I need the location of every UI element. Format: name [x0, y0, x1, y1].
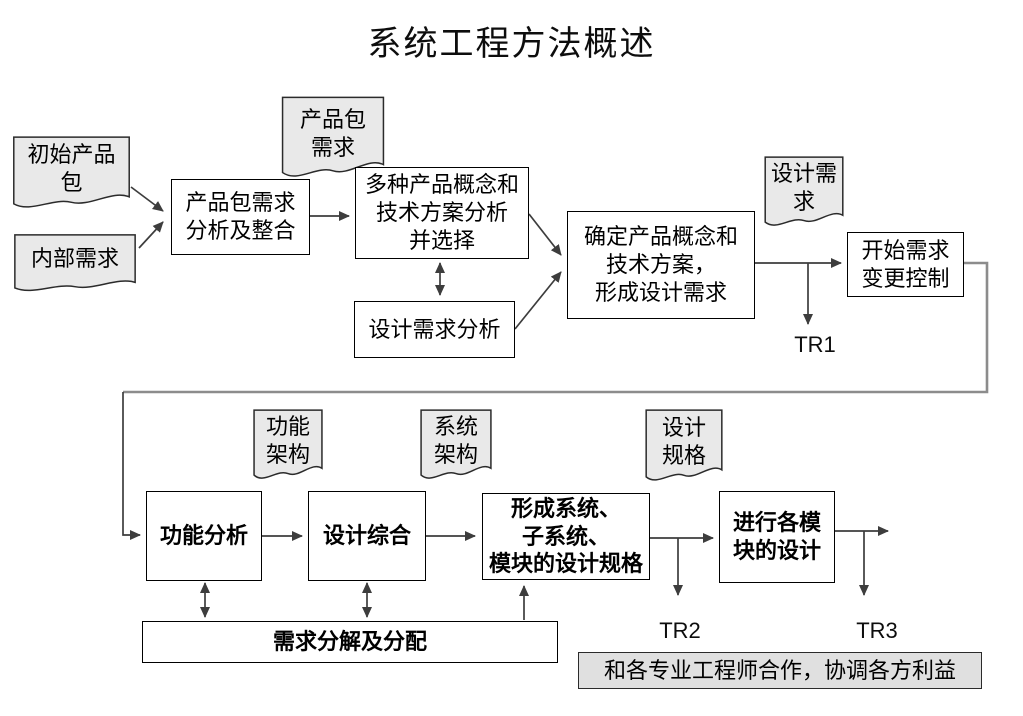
process-box-design-synthesis: 设计综合	[308, 491, 426, 581]
doc-label: 初始产品 包	[27, 142, 116, 195]
process-box-determine-concept: 确定产品概念和 技术方案， 形成设计需求	[567, 211, 755, 319]
process-box-functional-analysis: 功能分析	[146, 491, 262, 581]
doc-shape-functional-architecture: 功能 架构	[253, 409, 323, 485]
arrow-internal-req-to-analysis	[138, 221, 164, 249]
arrow-multiconcept-to-determine	[528, 213, 562, 256]
doc-shape-system-architecture: 系统 架构	[420, 409, 492, 485]
box-label: 进行各模 块的设计	[732, 510, 821, 563]
doc-shape-initial-product-package: 初始产品 包	[12, 136, 131, 214]
box-label: 需求分解及分配	[272, 629, 427, 655]
doc-shape-internal-requirements: 内部需求	[13, 234, 137, 296]
milestone-label-tr2: TR2	[659, 618, 701, 643]
note-label: 和各专业工程师合作，协调各方利益	[603, 657, 956, 683]
process-box-design-req-analysis: 设计需求分析	[354, 301, 515, 358]
document-icon	[764, 156, 844, 232]
process-box-multi-concept-analysis: 多种产品概念和 技术方案分析 并选择	[355, 167, 529, 259]
milestone-label-tr3: TR3	[856, 618, 898, 643]
doc-label: 内部需求	[30, 245, 119, 271]
box-label: 确定产品概念和 技术方案， 形成设计需求	[583, 224, 738, 305]
box-label: 功能分析	[159, 523, 248, 549]
box-label: 设计综合	[322, 523, 411, 549]
note-box-cooperation: 和各专业工程师合作，协调各方利益	[578, 652, 982, 689]
doc-label: 功能 架构	[265, 414, 310, 467]
process-box-start-change-control: 开始需求 变更控制	[847, 232, 964, 297]
arrow-designreq-to-determine	[514, 271, 562, 330]
arrow-initial-package-to-analysis	[130, 186, 164, 212]
box-label: 开始需求 变更控制	[861, 237, 950, 291]
document-icon	[281, 96, 385, 184]
doc-shape-product-package-requirements: 产品包 需求	[281, 96, 385, 184]
connector-changecontrol-to-row2	[123, 261, 989, 394]
doc-label: 产品包 需求	[299, 107, 366, 160]
process-box-package-req-analysis: 产品包需求 分析及整合	[171, 179, 310, 255]
doc-shape-design-requirements: 设计需 求	[764, 156, 844, 232]
box-label: 产品包需求 分析及整合	[185, 190, 296, 243]
doc-label: 设计 规格	[661, 415, 706, 468]
document-icon	[13, 234, 137, 296]
diagram-title: 系统工程方法概述	[367, 25, 656, 63]
box-label: 形成系统、 子系统、 模块的设计规格	[488, 495, 643, 577]
process-box-req-decomposition: 需求分解及分配	[142, 621, 558, 663]
process-box-form-design-specs: 形成系统、 子系统、 模块的设计规格	[482, 493, 650, 580]
box-label: 设计需求分析	[368, 316, 501, 342]
milestone-label-tr1: TR1	[794, 332, 836, 357]
box-label: 多种产品概念和 技术方案分析 并选择	[364, 172, 519, 253]
doc-label: 设计需 求	[770, 161, 837, 214]
document-icon	[253, 409, 323, 485]
document-icon	[645, 409, 723, 487]
doc-shape-design-specification: 设计 规格	[645, 409, 723, 487]
doc-label: 系统 架构	[433, 414, 478, 467]
document-icon	[420, 409, 492, 485]
connector-into-functional-analysis	[122, 392, 141, 540]
process-box-module-design: 进行各模 块的设计	[719, 491, 835, 583]
document-icon	[12, 136, 131, 214]
